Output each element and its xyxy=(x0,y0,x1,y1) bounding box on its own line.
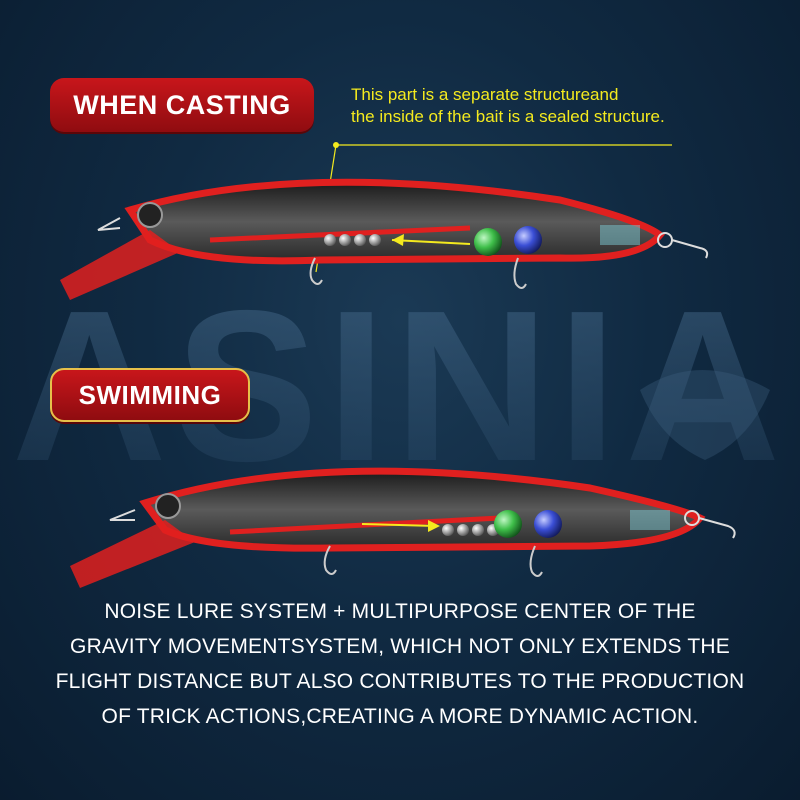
lure-lip xyxy=(70,520,195,588)
description-line-2: GRAVITY MOVEMENTSYSTEM, WHICH NOT ONLY E… xyxy=(70,635,730,658)
description-line-1: NOISE LURE SYSTEM + MULTIPURPOSE CENTER … xyxy=(104,600,696,623)
logo-mark-icon xyxy=(640,370,770,460)
lure-body xyxy=(70,467,736,588)
swimming-text: SWIMMING xyxy=(78,379,222,410)
when-casting-text: WHEN CASTING xyxy=(73,89,291,120)
annotation-line-1: This part is a separate structureand xyxy=(351,85,619,104)
weight-balls xyxy=(442,510,562,538)
description-line-3: FLIGHT DISTANCE BUT ALSO CONTRIBUTES TO … xyxy=(55,670,745,693)
hook-eyes xyxy=(323,545,543,577)
annotation-line-2: the inside of the bait is a sealed struc… xyxy=(351,107,665,126)
arrow-icon xyxy=(361,520,440,532)
weight-balls xyxy=(324,226,542,256)
description-line-4: OF TRICK ACTIONS,CREATING A MORE DYNAMIC… xyxy=(101,705,699,728)
lure-eye xyxy=(137,202,163,228)
lure-casting-diagram xyxy=(60,178,709,300)
swimming-label: SWIMMING xyxy=(50,368,250,422)
structure-annotation: This part is a separate structureand the… xyxy=(351,84,665,128)
lure-lip xyxy=(60,230,180,300)
hook-eyes xyxy=(309,257,527,289)
lure-body xyxy=(60,178,709,300)
feature-description: NOISE LURE SYSTEM + MULTIPURPOSE CENTER … xyxy=(20,594,780,734)
lure-eye xyxy=(155,493,181,519)
arrow-icon xyxy=(391,234,471,246)
when-casting-label: WHEN CASTING xyxy=(50,78,314,132)
lure-swimming-diagram xyxy=(70,467,736,588)
